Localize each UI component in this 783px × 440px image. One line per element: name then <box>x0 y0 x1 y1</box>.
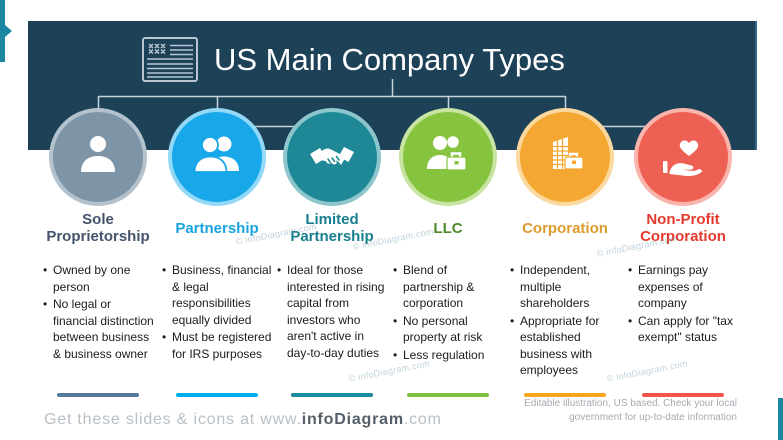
bullet-item: Must be registered for IRS purposes <box>161 329 275 362</box>
type-circle <box>520 112 610 202</box>
column-underline <box>524 393 606 397</box>
footer-promo-suffix: .com <box>403 411 442 428</box>
type-title: Limited Partnership <box>290 211 374 245</box>
type-title: LLC <box>433 219 463 237</box>
heart-hand-icon <box>659 131 707 184</box>
building-briefcase-icon <box>541 131 589 184</box>
company-type-column: Corporation Independent, multiple shareh… <box>507 112 623 412</box>
bullet-item: Less regulation <box>392 347 506 364</box>
handshake-icon <box>308 131 356 184</box>
type-circle <box>287 112 377 202</box>
company-type-column: LLC Blend of partnership & corporationNo… <box>390 112 506 412</box>
company-type-column: Limited Partnership Ideal for those inte… <box>274 112 390 412</box>
footer-disclaimer: Editable illustration, US based. Check y… <box>524 397 737 425</box>
type-title: Sole Proprietorship <box>46 211 150 245</box>
bullet-item: No personal property at risk <box>392 313 506 346</box>
company-type-column: Sole Proprietorship Owned by one personN… <box>40 112 156 412</box>
bullet-item: Independent, multiple shareholders <box>509 262 623 312</box>
disclaimer-line-2: government for up-to-date information <box>569 412 737 423</box>
type-title: Corporation <box>522 219 608 237</box>
bullet-item: Owned by one person <box>42 262 156 295</box>
footer-promo-prefix: Get these slides & icons at www. <box>44 411 302 428</box>
company-type-column: Partnership Business, financial & legal … <box>159 112 275 412</box>
type-bullet-list: Blend of partnership & corporationNo per… <box>392 262 506 364</box>
right-accent-bar <box>778 398 783 440</box>
bullet-item: Business, financial & legal responsibili… <box>161 262 275 328</box>
company-type-column: Non-Profit Corporation Earnings pay expe… <box>625 112 741 412</box>
type-circle <box>53 112 143 202</box>
column-underline <box>407 393 489 397</box>
column-underline <box>57 393 139 397</box>
left-accent-arrow <box>0 0 12 62</box>
person-icon <box>74 131 122 184</box>
bullet-item: Blend of partnership & corporation <box>392 262 506 312</box>
type-circle <box>403 112 493 202</box>
type-bullet-list: Ideal for those interested in rising cap… <box>276 262 390 362</box>
type-title: Partnership <box>175 219 259 237</box>
type-circle <box>638 112 728 202</box>
type-circle <box>172 112 262 202</box>
bullet-item: Appropriate for established business wit… <box>509 313 623 379</box>
column-underline <box>642 393 724 397</box>
footer-promo-text: Get these slides & icons at www.infoDiag… <box>44 411 442 429</box>
bullet-item: Ideal for those interested in rising cap… <box>276 262 390 361</box>
type-title: Non-Profit Corporation <box>640 211 726 245</box>
type-bullet-list: Earnings pay expenses of companyCan appl… <box>627 262 741 347</box>
bullet-item: No legal or financial distinction betwee… <box>42 296 156 362</box>
type-bullet-list: Independent, multiple shareholdersApprop… <box>509 262 623 380</box>
type-bullet-list: Business, financial & legal responsibili… <box>161 262 275 363</box>
us-flag-icon <box>142 37 198 87</box>
bullet-item: Can apply for "tax exempt" status <box>627 313 741 346</box>
page-title: US Main Company Types <box>214 42 565 77</box>
person-briefcase-icon <box>424 131 472 184</box>
two-people-icon <box>193 131 241 184</box>
column-underline <box>176 393 258 397</box>
column-underline <box>291 393 373 397</box>
disclaimer-line-1: Editable illustration, US based. Check y… <box>524 398 737 409</box>
type-bullet-list: Owned by one personNo legal or financial… <box>42 262 156 363</box>
footer-brand: infoDiagram <box>301 411 404 428</box>
bullet-item: Earnings pay expenses of company <box>627 262 741 312</box>
